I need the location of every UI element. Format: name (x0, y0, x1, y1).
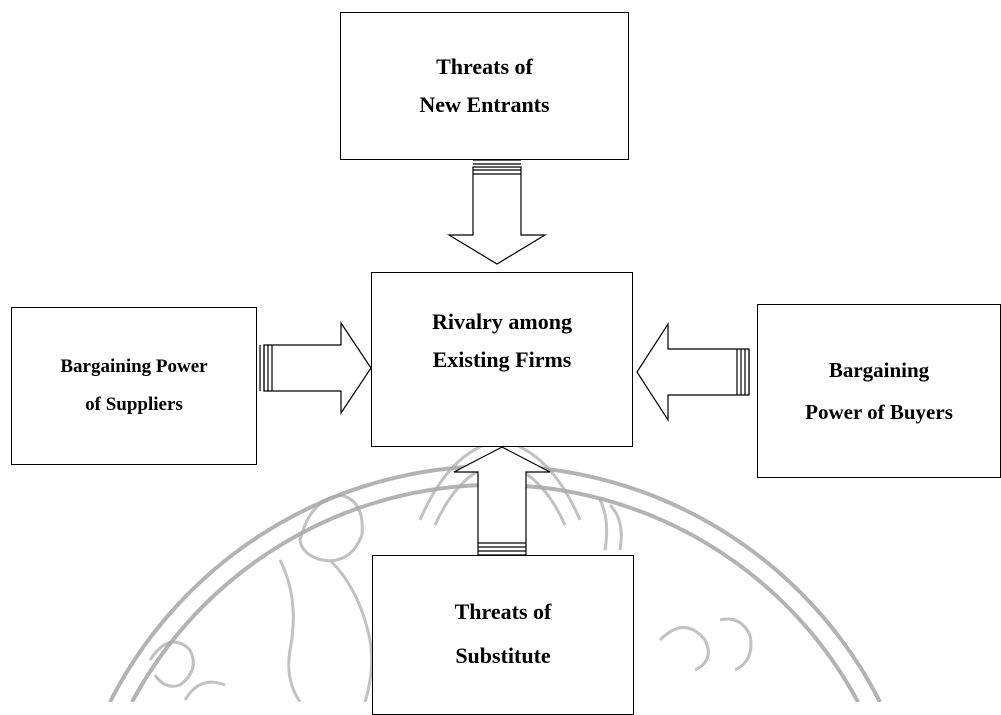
node-bargaining-power-of-buyers: Bargaining Power of Buyers (757, 304, 1001, 478)
seal-letter-left-2 (183, 680, 226, 701)
seal-spire-right (598, 499, 623, 551)
arrow-substitute-to-rivalry (453, 446, 551, 556)
node-threats-of-new-entrants: Threats of New Entrants (340, 12, 629, 160)
seal-letter-right (658, 626, 710, 672)
node-label-line1: Threats of (454, 599, 552, 624)
seal-letter-left (148, 640, 195, 688)
node-threats-of-substitute: Threats of Substitute (372, 555, 634, 715)
node-label-line1: Rivalry among (432, 309, 572, 334)
seal-letter-right-2 (719, 617, 753, 672)
seal-figure-body (278, 558, 374, 702)
node-label-line2: Existing Firms (432, 347, 572, 372)
node-label-line2: Substitute (455, 643, 551, 668)
arrow-suppliers-to-rivalry (259, 321, 372, 415)
seal-figure-crown (298, 493, 364, 563)
node-rivalry-among-existing-firms: Rivalry among Existing Firms (371, 272, 633, 447)
node-label-line1: Bargaining (828, 358, 930, 382)
node-label-line2: New Entrants (419, 92, 550, 117)
node-label-line1: Bargaining Power (60, 356, 208, 377)
node-label-line1: Threats of (436, 54, 533, 79)
node-label-line2: of Suppliers (85, 394, 183, 415)
node-bargaining-power-of-suppliers: Bargaining Power of Suppliers (11, 307, 257, 465)
node-label-line2: Power of Buyers (805, 400, 953, 424)
arrow-buyers-to-rivalry (636, 321, 750, 423)
arrow-new-entrants-to-rivalry (446, 159, 548, 265)
